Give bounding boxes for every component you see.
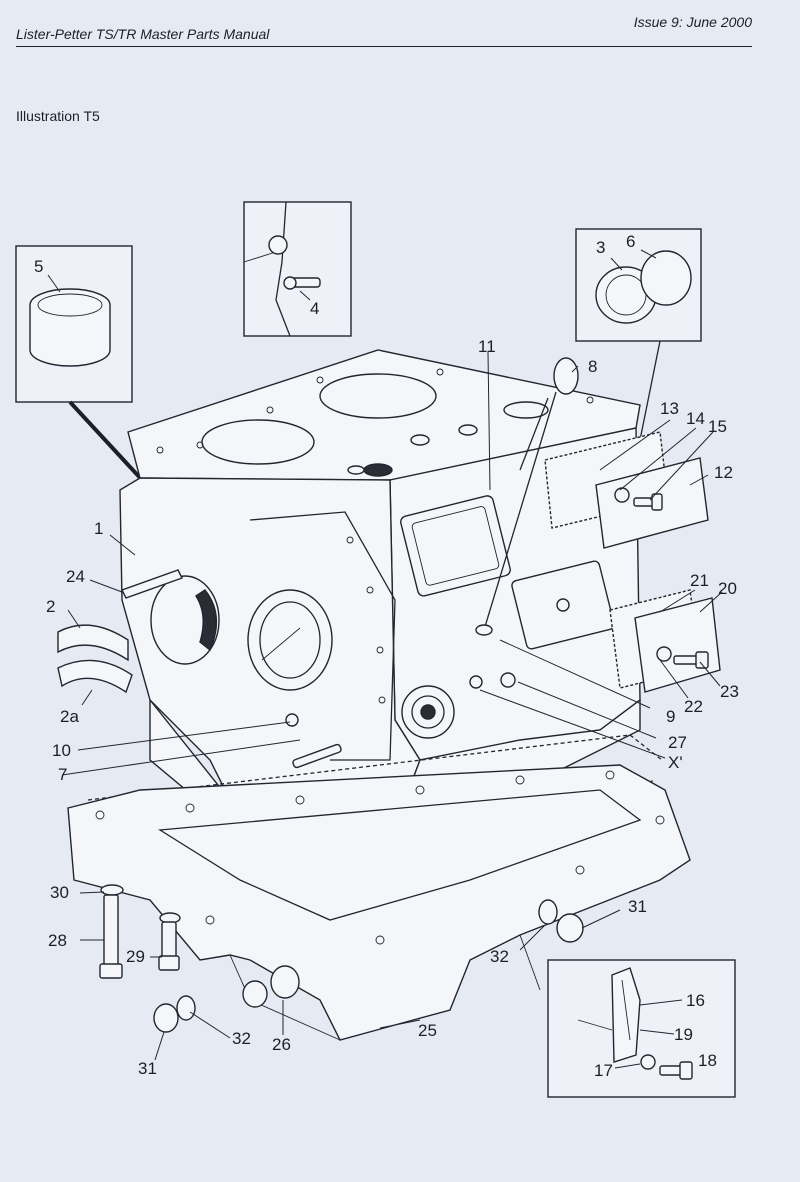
callout-26: 26	[272, 1035, 291, 1054]
inset-plug	[243, 201, 352, 337]
callout-12: 12	[714, 463, 733, 482]
callout-10: 10	[52, 741, 71, 760]
callout-28: 28	[48, 931, 67, 950]
callout-32-left: 32	[232, 1029, 251, 1048]
crankcase	[119, 349, 641, 811]
oil-sump	[67, 764, 691, 1041]
issue-label: Issue 9: June 2000	[633, 14, 752, 30]
callout-23: 23	[720, 682, 739, 701]
manual-title: Lister-Petter TS/TR Master Parts Manual	[16, 26, 270, 42]
callout-20: 20	[718, 579, 737, 598]
rear-cover-assembly	[609, 589, 721, 693]
callout-15: 15	[708, 417, 727, 436]
callout-2: 2	[46, 597, 55, 616]
callout-9: 9	[666, 707, 675, 726]
callout-6: 6	[626, 232, 635, 251]
callout-1: 1	[94, 519, 103, 538]
side-cover-assembly	[544, 431, 709, 549]
small-parts	[57, 569, 516, 769]
callout-4: 4	[310, 299, 319, 318]
callout-25: 25	[418, 1021, 437, 1040]
callout-22: 22	[684, 697, 703, 716]
callout-3: 3	[596, 238, 605, 257]
callout-24: 24	[66, 567, 85, 586]
inset-breather	[547, 959, 736, 1098]
callout-5: 5	[34, 257, 43, 276]
callouts: 1 2 2a 3 4 5 6 7 8 9 10 11 12 13 14 15 1…	[34, 232, 739, 1080]
callout-x-prime: X'	[668, 753, 683, 772]
inset-liner	[15, 245, 133, 403]
inset-bearing	[575, 228, 702, 342]
callout-11: 11	[478, 337, 496, 356]
callout-19: 19	[674, 1025, 693, 1044]
callout-17: 17	[594, 1061, 613, 1080]
callout-31-left: 31	[138, 1059, 157, 1078]
callout-21: 21	[690, 571, 709, 590]
callout-14: 14	[686, 409, 705, 428]
callout-2a: 2a	[60, 707, 79, 726]
dipstick	[475, 357, 579, 636]
callout-13: 13	[660, 399, 679, 418]
callout-31-right: 31	[628, 897, 647, 916]
callout-29: 29	[126, 947, 145, 966]
page-header: Lister-Petter TS/TR Master Parts Manual …	[16, 14, 752, 47]
callout-8: 8	[588, 357, 597, 376]
callout-18: 18	[698, 1051, 717, 1070]
callout-32-right: 32	[490, 947, 509, 966]
callout-27: 27	[668, 733, 687, 752]
callout-30: 30	[50, 883, 69, 902]
callout-16: 16	[686, 991, 705, 1010]
sump-fasteners	[99, 884, 584, 1033]
callout-7: 7	[58, 765, 67, 784]
illustration-label: Illustration T5	[16, 108, 100, 124]
